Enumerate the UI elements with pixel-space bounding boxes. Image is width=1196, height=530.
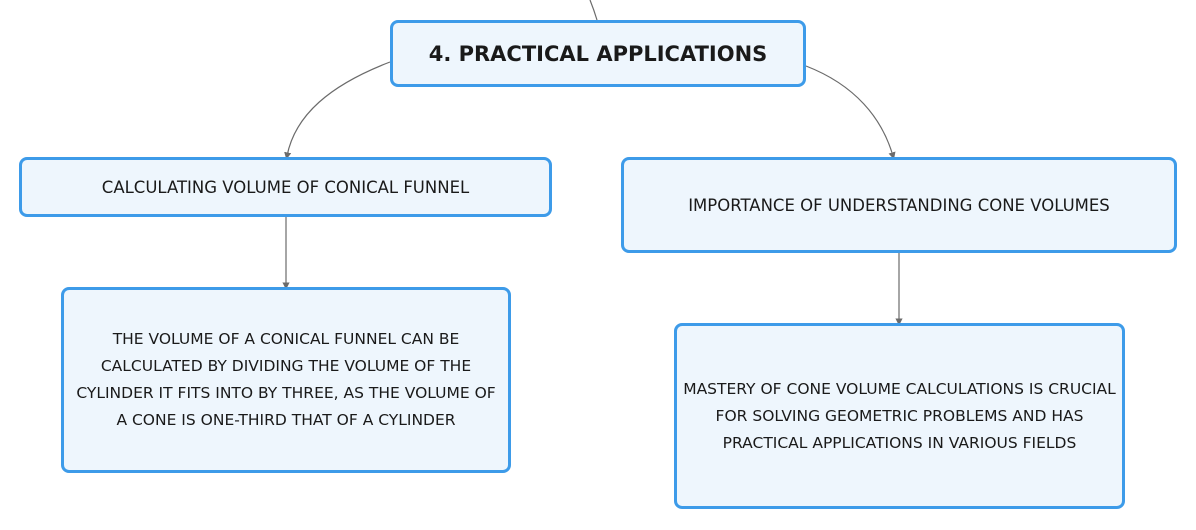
- branch-node-conical-funnel[interactable]: CALCULATING VOLUME OF CONICAL FUNNEL: [19, 157, 552, 217]
- detail-node-conical-funnel[interactable]: THE VOLUME OF A CONICAL FUNNEL CAN BE CA…: [61, 287, 511, 473]
- branch-title-conical-funnel: CALCULATING VOLUME OF CONICAL FUNNEL: [101, 177, 470, 197]
- detail-text-importance: MASTERY OF CONE VOLUME CALCULATIONS IS C…: [683, 379, 1116, 452]
- root-topic-label: 4. PRACTICAL APPLICATIONS: [428, 41, 768, 66]
- root-topic-node[interactable]: 4. PRACTICAL APPLICATIONS: [390, 20, 806, 87]
- incoming-connector: [589, 0, 598, 21]
- connector-root-to-right-branch: [805, 65, 896, 160]
- branch-node-importance[interactable]: IMPORTANCE OF UNDERSTANDING CONE VOLUMES: [621, 157, 1177, 253]
- detail-node-importance[interactable]: MASTERY OF CONE VOLUME CALCULATIONS IS C…: [674, 323, 1125, 509]
- detail-text-conical-funnel: THE VOLUME OF A CONICAL FUNNEL CAN BE CA…: [76, 330, 496, 429]
- branch-title-importance: IMPORTANCE OF UNDERSTANDING CONE VOLUMES: [688, 195, 1110, 215]
- connector-root-to-left-branch: [284, 61, 391, 160]
